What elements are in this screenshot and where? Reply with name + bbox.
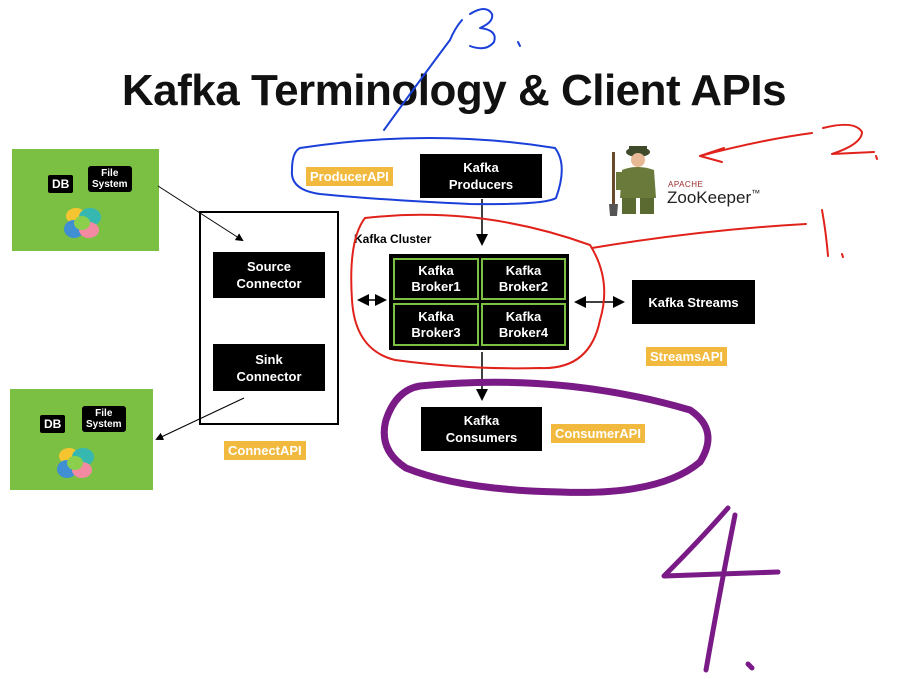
kafka-broker-2: Kafka Broker2: [481, 258, 566, 300]
zookeeper-vendor: APACHE: [668, 180, 704, 189]
kafka-broker-1: Kafka Broker1: [393, 258, 479, 300]
file-system-icon: File System: [82, 406, 126, 432]
kafka-broker-4: Kafka Broker4: [481, 303, 566, 346]
source-connector: Source Connector: [213, 252, 325, 298]
zookeeper-keeper-icon: [609, 146, 656, 216]
db-label: DB: [44, 417, 62, 431]
sink-connector: Sink Connector: [213, 344, 325, 391]
handwritten-4-purple: [661, 505, 781, 673]
elastic-logo-icon: [64, 208, 101, 238]
sink-datastore: DB File System: [10, 389, 153, 490]
producer-api-badge: ProducerAPI: [306, 167, 393, 186]
connect-frame: [199, 211, 339, 425]
kafka-broker-3: Kafka Broker3: [393, 303, 479, 346]
kafka-cluster-label: Kafka Cluster: [354, 232, 432, 246]
db-label: DB: [52, 177, 70, 191]
kafka-producers: Kafka Producers: [420, 154, 542, 198]
streams-api-badge: StreamsAPI: [646, 347, 727, 366]
source-datastore: DB File System: [12, 149, 159, 251]
file-system-icon: File System: [88, 166, 132, 192]
elastic-logo-icon: [57, 448, 94, 478]
kafka-streams: Kafka Streams: [632, 280, 755, 324]
consumer-api-badge: ConsumerAPI: [551, 424, 645, 443]
page-title: Kafka Terminology & Client APIs: [121, 66, 787, 115]
db-icon: DB: [40, 415, 66, 433]
zookeeper-logo-text: ZooKeeper™: [667, 188, 761, 207]
connect-api-badge: ConnectAPI: [224, 441, 306, 460]
db-icon: DB: [48, 175, 74, 193]
kafka-consumers: Kafka Consumers: [421, 407, 542, 451]
